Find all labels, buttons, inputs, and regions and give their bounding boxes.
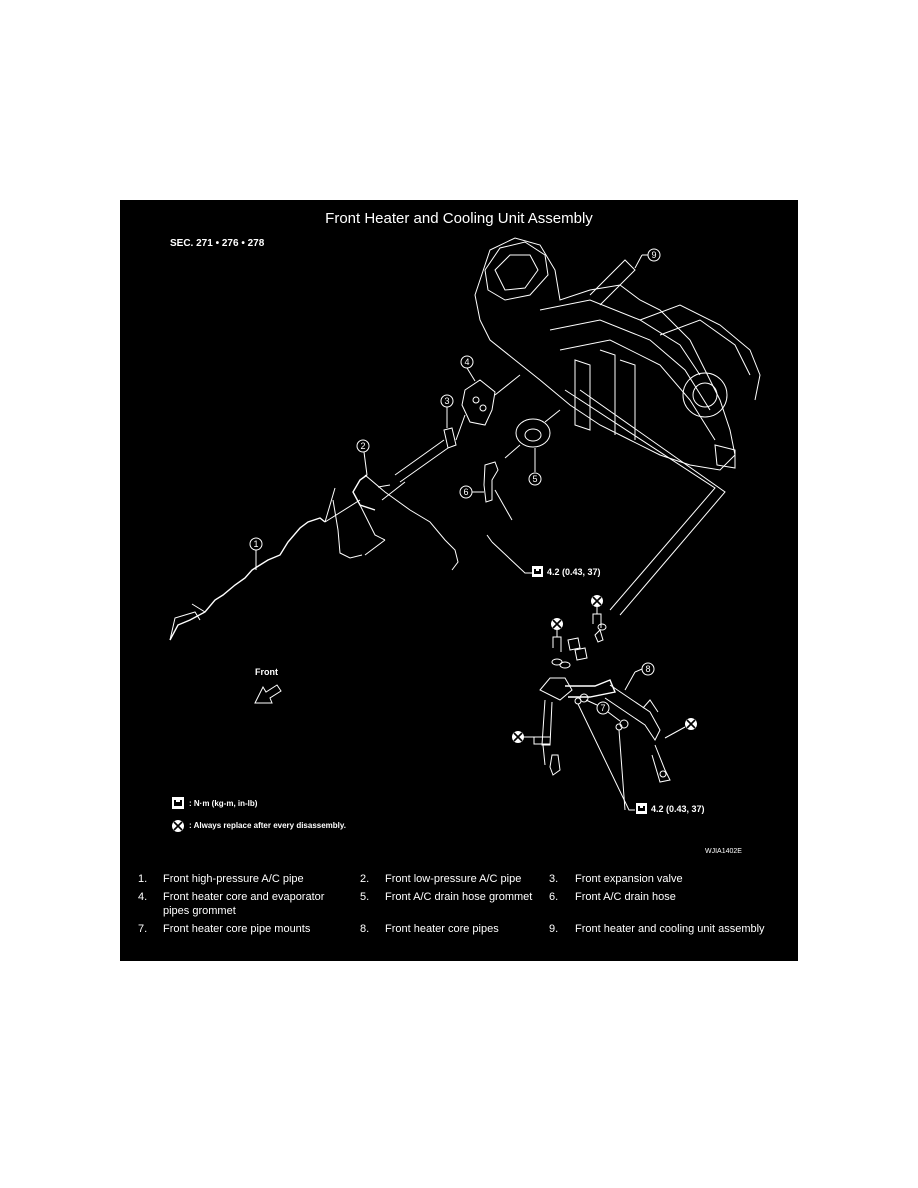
part-number: 3. [549, 873, 559, 885]
expansion-valve-part-3 [394, 414, 466, 483]
part-name: Front heater core and evaporator pipes g… [163, 891, 325, 917]
part-number: 6. [549, 891, 559, 903]
callout-9: 9 [647, 248, 661, 262]
pipe-mounts-part-7 [574, 693, 629, 731]
callout-2: 2 [356, 439, 370, 453]
torque-value-drain: 4.2 (0.43, 37) [547, 567, 601, 577]
part-name: Front heater core pipes [385, 923, 499, 935]
part-name: Front expansion valve [575, 873, 683, 885]
legend-replace-text: : Always replace after every disassembly… [189, 821, 346, 830]
legend-replace-icon [172, 820, 184, 832]
callout-6: 6 [459, 485, 473, 499]
part-number: 8. [360, 923, 370, 935]
part-number: 2. [360, 873, 370, 885]
svg-text:5: 5 [532, 474, 537, 484]
svg-text:8: 8 [645, 664, 650, 674]
svg-text:4: 4 [464, 357, 469, 367]
svg-text:7: 7 [600, 703, 605, 713]
part-name: Front low-pressure A/C pipe [385, 873, 522, 885]
part-number: 7. [138, 923, 148, 935]
heater-cooling-unit [474, 237, 761, 471]
legend-torque-icon [172, 797, 184, 809]
torque-icon-mounts [636, 803, 647, 814]
svg-text:9: 9 [651, 250, 656, 260]
svg-text:1: 1 [253, 539, 258, 549]
grommet-part-4 [461, 374, 521, 426]
callout-5: 5 [528, 472, 542, 486]
torque-icon-drain [532, 566, 543, 577]
replace-symbol-4 [664, 718, 697, 739]
callout-1: 1 [249, 537, 263, 551]
figure-id: WJIA1402E [705, 848, 742, 855]
heater-core-pipes-part-8 [539, 623, 671, 783]
part-name: Front heater and cooling unit assembly [575, 923, 765, 935]
part-name: Front high-pressure A/C pipe [163, 873, 304, 885]
diagram-title: Front Heater and Cooling Unit Assembly [325, 210, 593, 227]
replace-symbol-2 [551, 618, 563, 652]
legend-torque-text: : N·m (kg-m, in-lb) [189, 799, 258, 808]
callout-3: 3 [440, 394, 454, 408]
diagram-panel: Front Heater and Cooling Unit Assembly S… [120, 200, 798, 961]
callout-8: 8 [641, 662, 655, 676]
svg-text:3: 3 [444, 396, 449, 406]
callout-7: 7 [596, 701, 610, 715]
callout-4: 4 [460, 355, 474, 369]
front-direction-label: Front [255, 667, 278, 677]
svg-text:2: 2 [360, 441, 365, 451]
torque-value-mounts: 4.2 (0.43, 37) [651, 804, 705, 814]
drain-hose-part-6 [483, 461, 513, 543]
replace-symbol-3 [512, 731, 550, 745]
section-reference: SEC. 271 • 276 • 278 [170, 238, 265, 249]
low-pressure-pipe-part-2 [352, 474, 459, 571]
front-arrow-icon [254, 684, 282, 704]
part-name: Front A/C drain hose grommet [385, 891, 533, 903]
svg-text:6: 6 [463, 487, 468, 497]
exploded-view-drawing: 9 4 3 [169, 237, 761, 832]
part-name: Front heater core pipe mounts [163, 923, 311, 935]
part-number: 1. [138, 873, 148, 885]
part-number: 9. [549, 923, 559, 935]
part-name: Front A/C drain hose [575, 891, 676, 903]
part-number: 4. [138, 891, 148, 903]
drain-grommet-part-5 [504, 409, 561, 459]
part-number: 5. [360, 891, 370, 903]
replace-symbol-1 [591, 595, 603, 628]
high-pressure-pipe-part-1 [169, 487, 363, 641]
